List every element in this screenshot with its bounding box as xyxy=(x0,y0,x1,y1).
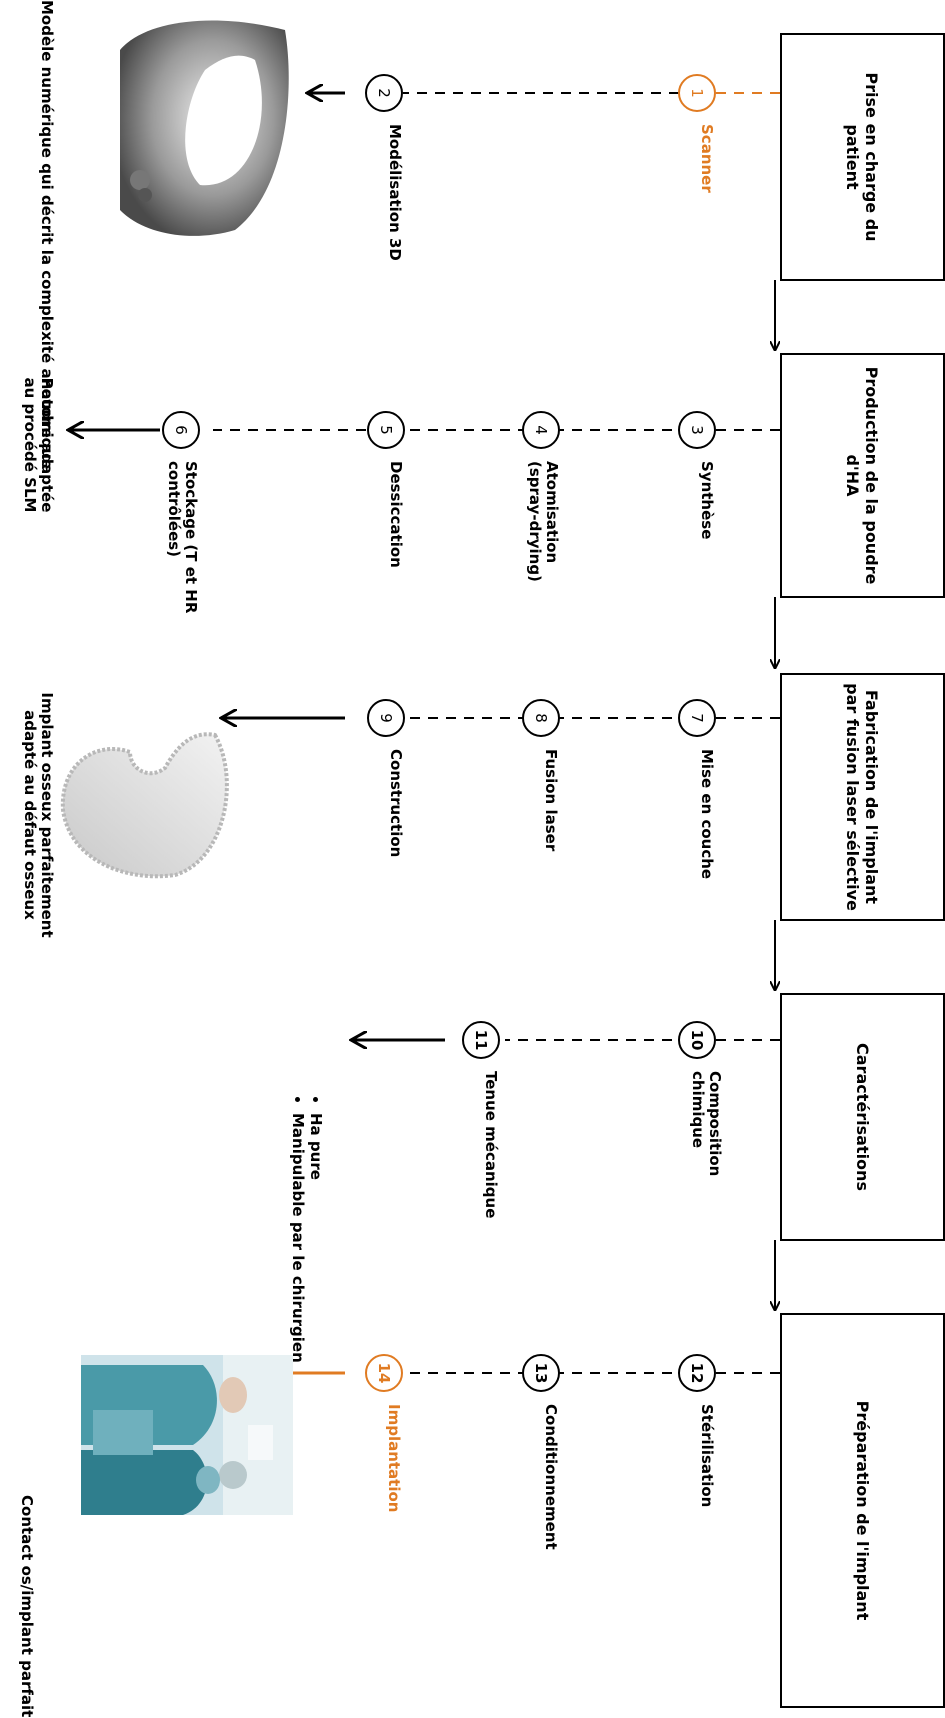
stage-title: Production de la poudre d'HA xyxy=(843,366,882,585)
outcome-bone-implant: Implant osseux parfaitement adapté au dé… xyxy=(21,670,56,960)
step-number-5: 5 xyxy=(367,411,405,449)
step-number-3: 3 xyxy=(678,411,716,449)
stage-box-powder-production: Production de la poudre d'HA xyxy=(780,353,945,598)
characterisation-results: Ha pure Manipulable par le chirurgien xyxy=(289,1095,325,1363)
stage-title: Caractérisations xyxy=(853,1043,872,1191)
step-number-1: 1 xyxy=(678,74,716,112)
step-label-mechanical-strength: Tenue mécanique xyxy=(482,1071,500,1219)
step-label-implantation: Implantation xyxy=(385,1404,403,1513)
step-number-13: 13 xyxy=(522,1354,560,1392)
step-label-atomisation: Atomisation (spray-drying) xyxy=(526,461,561,582)
implant-image xyxy=(60,732,229,879)
outcome-slm-powder: Poudre adaptée au procédé SLM xyxy=(21,365,56,525)
step-label-chemical-composition: Composition chimique xyxy=(689,1071,724,1177)
stage-title: Fabrication de l'implant par fusion lase… xyxy=(843,683,882,911)
stage-title: Prise en charge du patient xyxy=(843,72,882,242)
step-label-packaging: Conditionnement xyxy=(542,1404,560,1550)
step-number-4: 4 xyxy=(522,411,560,449)
step-label-synthesis: Synthèse xyxy=(698,461,716,540)
step-label-laser-fusion: Fusion laser xyxy=(542,749,560,852)
step-number-14: 14 xyxy=(365,1354,403,1392)
stage-box-slm-fabrication: Fabrication de l'implant par fusion lase… xyxy=(780,673,945,921)
step-number-8: 8 xyxy=(522,699,560,737)
step-number-12: 12 xyxy=(678,1354,716,1392)
step-label-construction: Construction xyxy=(387,749,405,858)
step-label-3d-modelling: Modélisation 3D xyxy=(386,124,404,261)
result-item: Ha pure xyxy=(307,1113,325,1363)
outcome-text: Implant osseux parfaitement adapté au dé… xyxy=(21,692,56,938)
stage-title: Préparation de l'implant xyxy=(853,1400,872,1621)
step-label-layering: Mise en couche xyxy=(698,749,716,880)
skull-3d-model-image xyxy=(120,20,289,236)
step-number-11: 11 xyxy=(462,1021,500,1059)
outcome-text: Contact os/implant parfait xyxy=(18,1495,36,1718)
step-number-2: 2 xyxy=(365,74,403,112)
stage-box-implant-preparation: Préparation de l'implant xyxy=(780,1313,945,1708)
surgery-photo xyxy=(81,1355,293,1515)
step-number-7: 7 xyxy=(678,699,716,737)
step-label-scanner: Scanner xyxy=(698,124,716,193)
step-number-6: 6 xyxy=(162,411,200,449)
step-number-10: 10 xyxy=(678,1021,716,1059)
outcome-text: Poudre adaptée au procédé SLM xyxy=(21,377,56,513)
result-item: Manipulable par le chirurgien xyxy=(289,1113,307,1363)
outcome-digital-model: Modèle numérique qui décrit la complexit… xyxy=(38,0,56,469)
step-label-sterilisation: Stérilisation xyxy=(698,1404,716,1508)
outcome-bone-contact: Contact os/implant parfait xyxy=(18,1495,36,1718)
step-number-9: 9 xyxy=(367,699,405,737)
stage-box-characterisation: Caractérisations xyxy=(780,993,945,1241)
step-label-storage: Stockage (T et HR contrôlées) xyxy=(165,461,200,614)
step-label-dessiccation: Dessiccation xyxy=(387,461,405,568)
stage-box-patient-care: Prise en charge du patient xyxy=(780,33,945,281)
